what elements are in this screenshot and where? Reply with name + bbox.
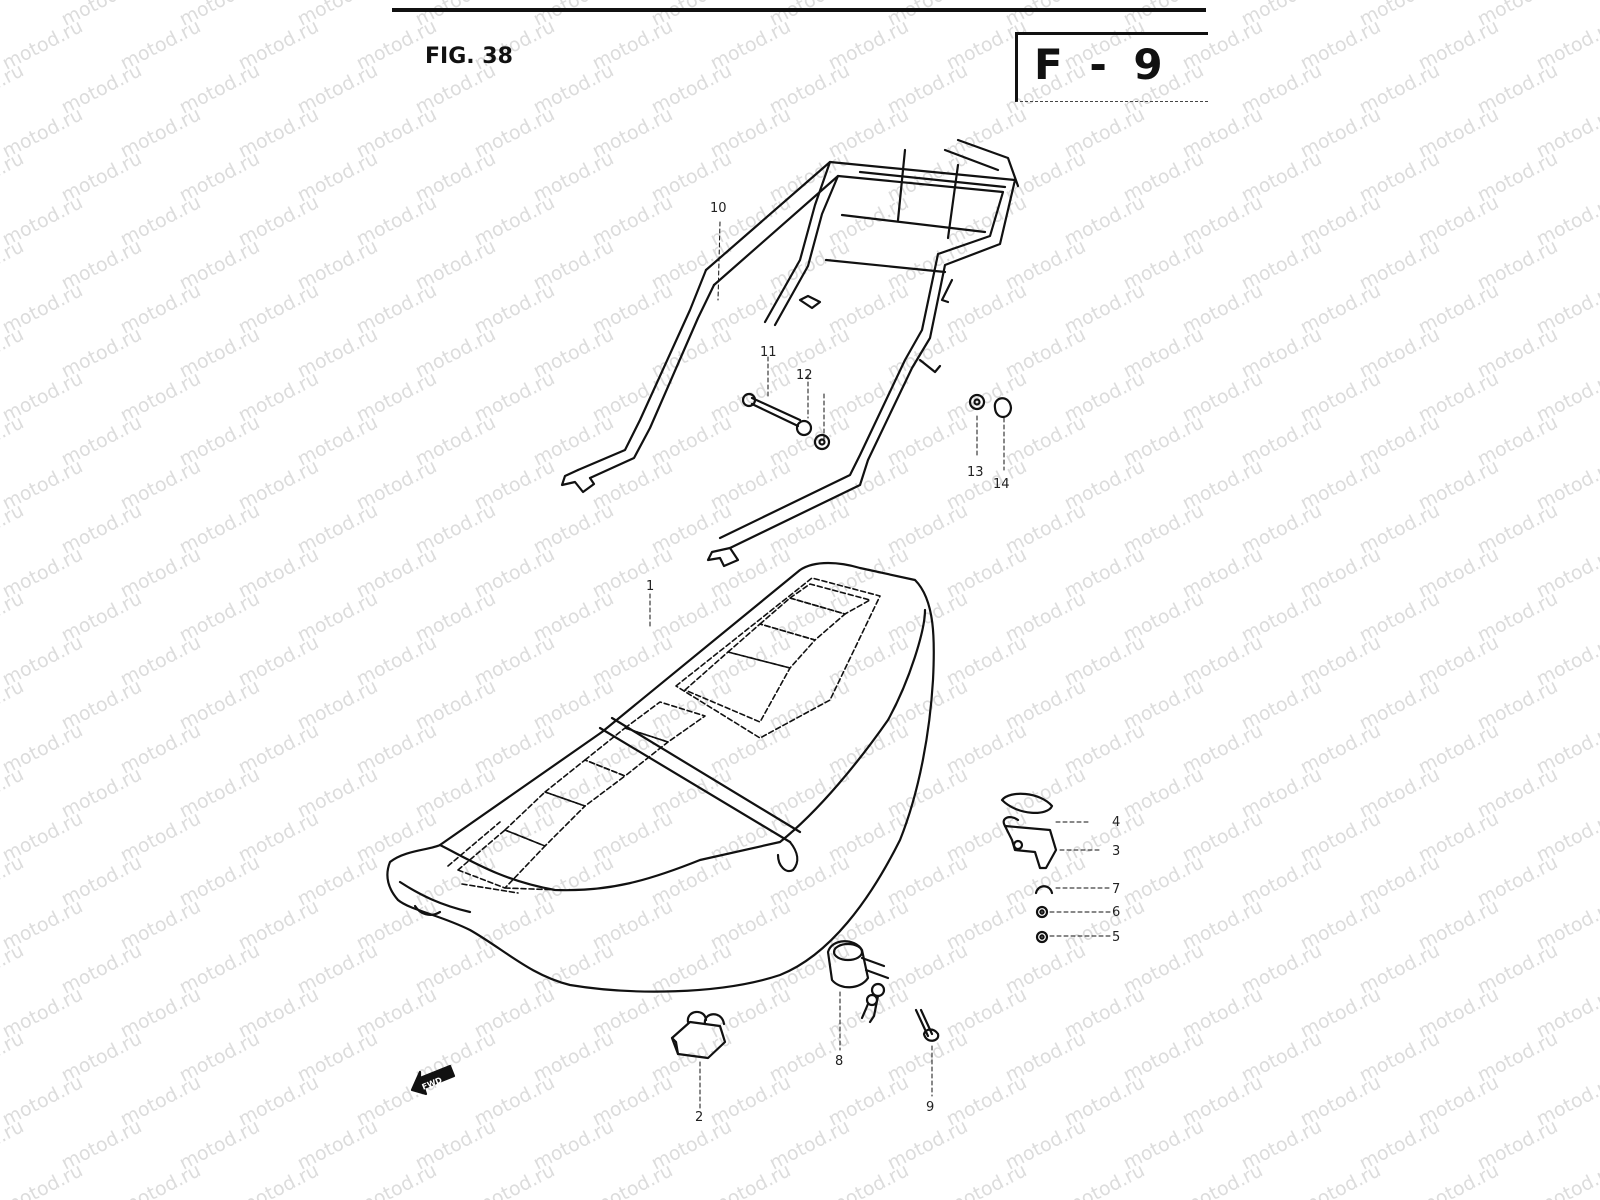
callout-5: 5 [1112,930,1120,945]
callout-2: 2 [695,1110,703,1125]
fwd-arrow-marker [410,1064,456,1096]
small-fasteners [1034,885,1054,944]
section-box [1015,32,1208,102]
callout-12: 12 [796,368,813,383]
dual-seat [386,561,935,993]
callout-14: 14 [993,477,1010,492]
callout-13: 13 [967,465,984,480]
seat-lock-assembly [826,940,890,1024]
callout-4: 4 [1112,815,1120,830]
callout-8: 8 [835,1054,843,1069]
callout-6: 6 [1112,905,1120,920]
callout-7: 7 [1112,882,1120,897]
seat-latch-bracket [1000,792,1058,870]
section-code: F - 9 [1034,40,1169,89]
callout-3: 3 [1112,844,1120,859]
callout-10: 10 [710,201,727,216]
callout-11: 11 [760,345,777,360]
mounting-hardware [741,392,1013,451]
callout-1: 1 [646,579,654,594]
lock-bolt [914,1008,940,1042]
figure-title: FIG. 38 [425,44,513,69]
rear-carrier-frame [560,138,1020,568]
callout-9: 9 [926,1100,934,1115]
seat-cushion-block [670,1010,727,1060]
top-rule [392,8,1206,12]
